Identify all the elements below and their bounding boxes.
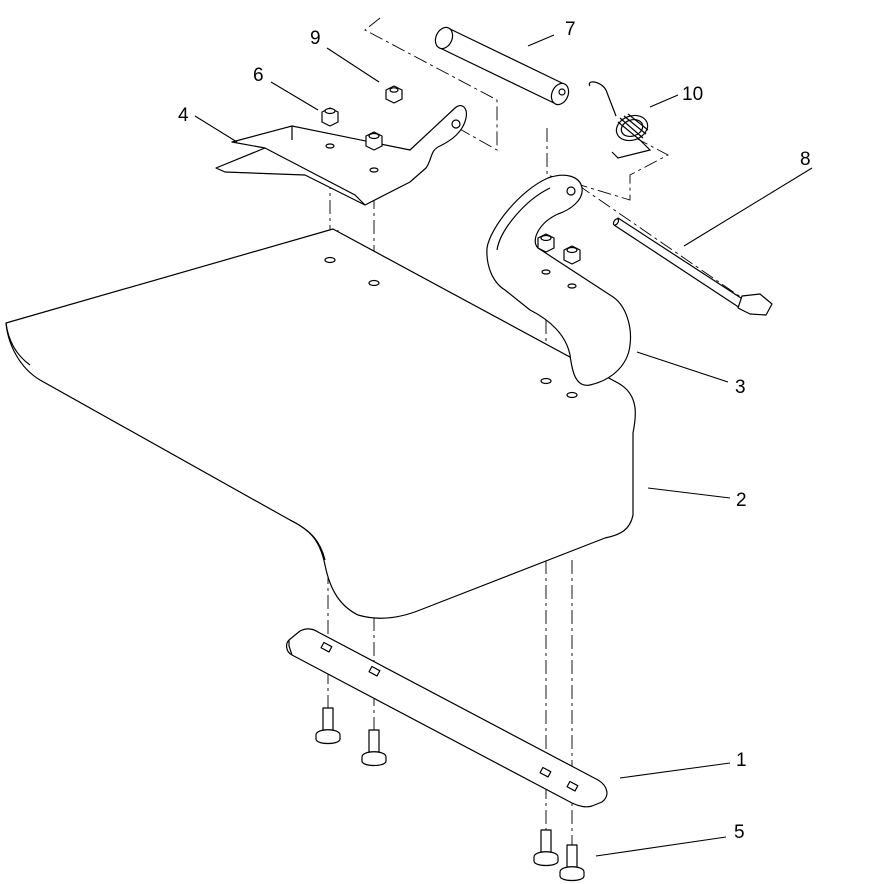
callout-10: 10 — [682, 84, 703, 105]
torsion-spring-part-10 — [588, 81, 652, 159]
callout-8: 8 — [800, 149, 811, 170]
plate-hole — [566, 391, 578, 399]
leader-lines — [194, 34, 813, 857]
callout-5: 5 — [734, 822, 745, 843]
pivot-rod-part-8 — [612, 217, 773, 316]
lock-nut-part-6 — [321, 107, 581, 265]
callout-7: 7 — [565, 19, 576, 40]
callout-3: 3 — [735, 377, 746, 398]
hinge-bracket-part-4 — [215, 105, 467, 206]
hinge-bracket-part-3 — [486, 174, 632, 386]
plate-hole — [368, 279, 380, 287]
callout-9: 9 — [310, 28, 321, 49]
callout-4: 4 — [178, 105, 189, 126]
deflector-plate-part-2 — [5, 228, 636, 619]
plate-hole — [324, 256, 336, 264]
pivot-tube-part-7 — [434, 26, 570, 106]
callout-2: 2 — [736, 490, 747, 511]
callout-1: 1 — [736, 750, 747, 771]
carriage-bolt-part-5 — [315, 707, 585, 882]
backing-strap-part-1 — [286, 628, 608, 808]
plate-hole — [540, 377, 552, 385]
nut-part-9 — [385, 85, 403, 104]
callout-6: 6 — [253, 65, 264, 86]
